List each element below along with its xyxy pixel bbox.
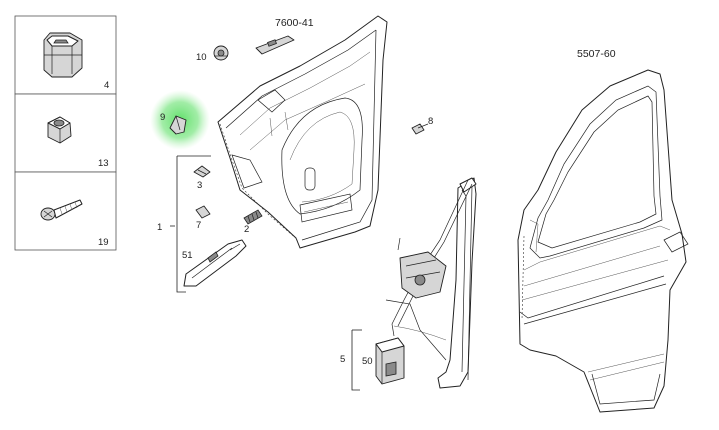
callout-50: 50 — [362, 356, 373, 367]
round-cap-part — [213, 45, 229, 61]
hex-nut-icon — [47, 116, 72, 144]
callout-10: 10 — [196, 52, 207, 63]
sidebar-label-19: 19 — [98, 237, 109, 248]
door-trim-panel — [217, 15, 388, 249]
clip-part-7 — [195, 205, 211, 219]
spring-part-2 — [243, 209, 263, 225]
sidebar-parts-panel: 4 13 19 — [14, 15, 117, 251]
callout-9: 9 — [160, 112, 165, 123]
bolt-part-8 — [411, 123, 429, 135]
switch-panel-part — [255, 35, 295, 55]
callout-7: 7 — [196, 220, 201, 231]
clip-part-icon — [43, 32, 83, 78]
motor-part-50 — [375, 337, 405, 385]
group-bracket-line — [176, 156, 186, 293]
callout-2: 2 — [244, 224, 249, 235]
window-regulator — [385, 177, 477, 389]
callout-8: 8 — [428, 116, 433, 127]
callout-51: 51 — [182, 250, 193, 261]
sidebar-label-4: 4 — [104, 80, 109, 91]
screw-icon — [40, 199, 83, 221]
reference-door-shell: 5507-60 — [577, 48, 616, 60]
reference-door-trim: 7600-41 — [275, 17, 314, 29]
callout-5: 5 — [340, 354, 345, 365]
door-shell — [517, 69, 689, 413]
callout-1: 1 — [157, 222, 162, 233]
sidebar-label-13: 13 — [98, 158, 109, 169]
bracket-part-9 — [169, 115, 187, 135]
callout-3: 3 — [197, 180, 202, 191]
door-handle-part-51 — [183, 239, 247, 287]
group-bracket-5 — [351, 330, 360, 391]
pin-part-3 — [193, 165, 211, 178]
